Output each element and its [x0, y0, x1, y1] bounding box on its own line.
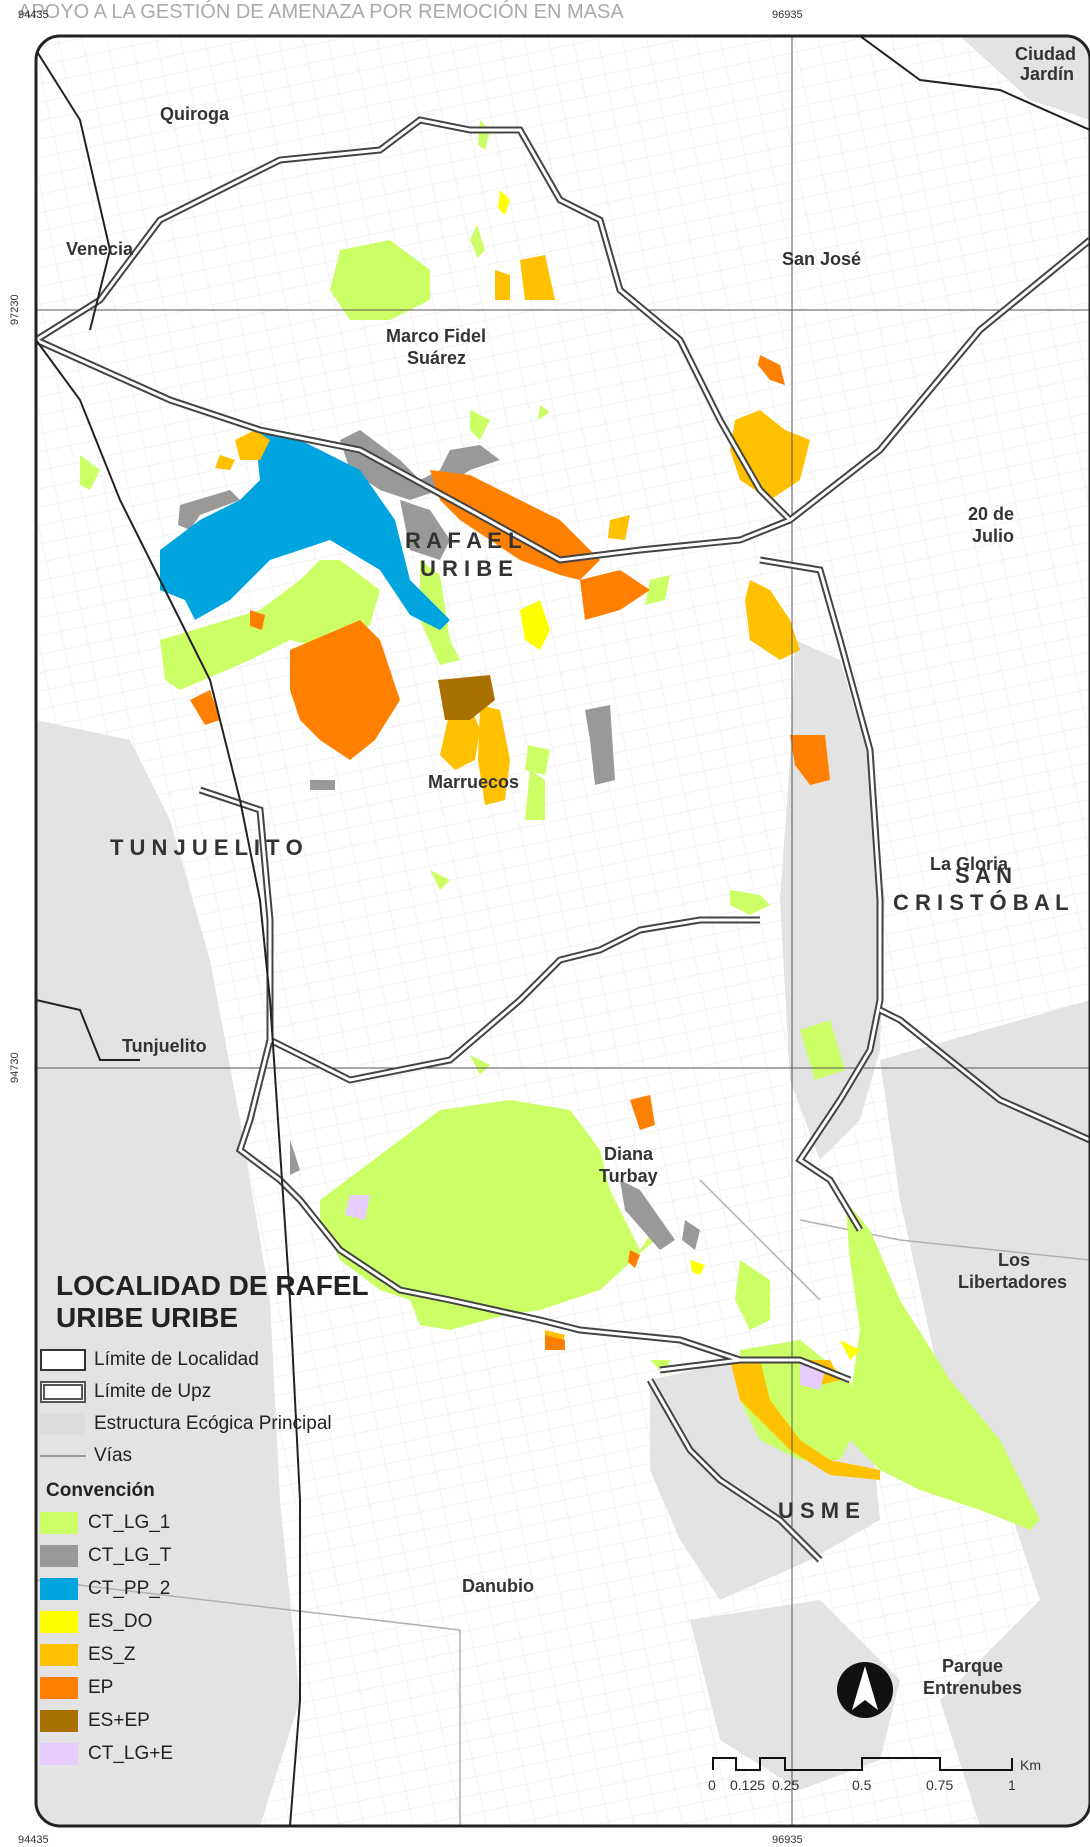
- scale-bar: 0 0.125 0.25 0.5 0.75 1 Km: [708, 1757, 1041, 1793]
- class-ct-lg-1-areas: [80, 120, 1040, 1530]
- legend-item-label: Límite de Upz: [94, 1381, 212, 1402]
- legend-class-label: CT_PP_2: [88, 1577, 171, 1599]
- label-marruecos: Marruecos: [428, 772, 519, 792]
- label-san-cristobal-2: C R I S T Ó B A L: [893, 890, 1069, 915]
- legend-class-row: ES+EP: [40, 1704, 420, 1737]
- upz-symbol: [40, 1381, 86, 1403]
- coord-top-mid: 96935: [772, 9, 803, 21]
- legend-class-swatch: [40, 1577, 78, 1600]
- coord-top-left: 94435: [18, 9, 49, 21]
- label-la-gloria: La Gloria: [930, 854, 1009, 874]
- legend-class-row: CT_PP_2: [40, 1572, 420, 1605]
- convention-title: Convención: [46, 1480, 155, 1501]
- class-es-do-areas: [498, 190, 860, 1360]
- legend-class-swatch: [40, 1709, 78, 1732]
- label-los-libertadores-2: Libertadores: [958, 1272, 1067, 1292]
- legend-class-swatch: [40, 1643, 78, 1666]
- label-veinte-julio-2: Julio: [972, 526, 1014, 546]
- label-venecia: Venecia: [66, 239, 134, 259]
- header-text: APOYO A LA GESTIÓN DE AMENAZA POR REMOCI…: [18, 0, 624, 23]
- label-quiroga: Quiroga: [160, 104, 230, 124]
- legend: LOCALIDAD DE RAFEL URIBE URIBE Límite de…: [40, 1270, 420, 1770]
- legend-class-label: CT_LG_1: [88, 1511, 171, 1533]
- legend-class-swatch: [40, 1610, 78, 1633]
- class-es-ep-areas: [438, 675, 495, 720]
- label-marco-fidel-1: Marco Fidel: [386, 326, 486, 346]
- legend-item-label: Límite de Localidad: [94, 1349, 259, 1370]
- legend-class-swatch: [40, 1511, 78, 1534]
- legend-class-label: CT_LG+E: [88, 1742, 174, 1764]
- legend-class-swatch: [40, 1742, 78, 1765]
- legend-title: LOCALIDAD DE RAFEL URIBE URIBE: [56, 1270, 420, 1334]
- label-parque-entrenubes-2: Entrenubes: [923, 1678, 1022, 1698]
- label-ciudad-jardin-1: Ciudad: [1015, 44, 1076, 64]
- legend-class-label: ES_DO: [88, 1610, 153, 1632]
- legend-class-label: CT_LG_T: [88, 1544, 172, 1566]
- coord-left-lower: 94730: [9, 1052, 21, 1083]
- label-veinte-julio-1: 20 de: [968, 504, 1014, 524]
- label-san-jose: San José: [782, 249, 861, 269]
- label-diana-turbay-2: Turbay: [599, 1166, 658, 1186]
- legend-class-label: ES_Z: [88, 1643, 136, 1665]
- legend-item-upz: Límite de Upz: [40, 1376, 420, 1408]
- legend-class-row: CT_LG+E: [40, 1737, 420, 1770]
- hazard-polygons: [80, 120, 1040, 1530]
- legend-class-row: EP: [40, 1671, 420, 1704]
- legend-class-row: CT_LG_T: [40, 1539, 420, 1572]
- label-parque-entrenubes-1: Parque: [942, 1656, 1003, 1676]
- label-diana-turbay-1: Diana: [604, 1144, 654, 1164]
- scale-unit: Km: [1020, 1757, 1041, 1773]
- localidad-symbol: [40, 1349, 86, 1371]
- localidad-boundaries: [36, 36, 1090, 1826]
- eep-symbol: [40, 1413, 86, 1435]
- legend-class-row: CT_LG_1: [40, 1506, 420, 1539]
- map-frame: [34, 34, 1090, 1828]
- legend-class-label: ES+EP: [88, 1709, 150, 1731]
- scale-tick-0125: 0.125: [730, 1777, 765, 1793]
- map-content: [36, 36, 1090, 1826]
- legend-class-swatch: [40, 1676, 78, 1699]
- upz-boundaries: [36, 116, 1090, 1563]
- class-ep-areas: [190, 355, 830, 1350]
- scale-tick-025: 0.25: [772, 1777, 799, 1793]
- coord-bottom-mid: 96935: [772, 1834, 803, 1846]
- label-tunjuelito-upz: Tunjuelito: [122, 1036, 207, 1056]
- legend-title-line2: URIBE URIBE: [56, 1302, 239, 1333]
- legend-class-row: ES_DO: [40, 1605, 420, 1638]
- label-rafael-uribe-1: R A F A E L: [405, 528, 522, 553]
- scale-tick-075: 0.75: [926, 1777, 953, 1793]
- legend-class-label: EP: [88, 1676, 114, 1698]
- label-los-libertadores-1: Los: [998, 1250, 1030, 1270]
- legend-item-localidad: Límite de Localidad: [40, 1344, 420, 1376]
- legend-item-eep: Estructura Ecógica Principal: [40, 1408, 420, 1440]
- coord-left-upper: 97230: [9, 294, 21, 325]
- legend-item-label: Estructura Ecógica Principal: [94, 1413, 332, 1434]
- roads: [36, 1179, 1090, 1826]
- vias-symbol: [40, 1455, 86, 1457]
- label-usme: U S M E: [778, 1498, 860, 1523]
- label-marco-fidel-2: Suárez: [407, 348, 466, 368]
- label-danubio: Danubio: [462, 1576, 534, 1596]
- scale-tick-1: 1: [1008, 1777, 1016, 1793]
- legend-item-label: Vías: [94, 1445, 133, 1466]
- class-ct-pp-2-areas: [160, 432, 450, 630]
- coord-bottom-left: 94435: [18, 1834, 49, 1846]
- legend-title-line1: LOCALIDAD DE RAFEL: [56, 1270, 369, 1301]
- north-arrow-icon: [837, 1662, 893, 1718]
- class-ct-lg-t-areas: [178, 430, 700, 1250]
- label-rafael-uribe-2: U R I B E: [420, 556, 513, 581]
- legend-class-row: ES_Z: [40, 1638, 420, 1671]
- label-tunjuelito-localidad: T U N J U E L I T O: [110, 835, 303, 860]
- label-san-cristobal-1: S A N: [955, 863, 1012, 888]
- label-ciudad-jardin-2: Jardín: [1020, 64, 1074, 84]
- legend-item-vias: Vías: [40, 1440, 420, 1472]
- legend-class-swatch: [40, 1544, 78, 1567]
- scale-tick-05: 0.5: [852, 1777, 872, 1793]
- place-labels: Quiroga Ciudad Jardín Venecia San José M…: [66, 44, 1076, 1698]
- scale-tick-0: 0: [708, 1777, 716, 1793]
